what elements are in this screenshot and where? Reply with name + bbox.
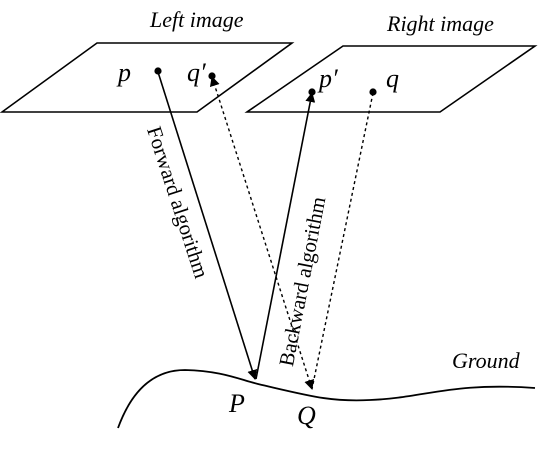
point-q-dot	[369, 88, 377, 96]
left-image-plane	[0, 42, 295, 113]
dotted-line-q-to-Q	[311, 92, 374, 390]
right-image-plane	[244, 45, 538, 113]
point-q-prime-dot	[208, 72, 216, 80]
forward-arrow	[157, 71, 258, 380]
point-Q-label: Q	[297, 401, 316, 430]
backward-arrow	[255, 92, 316, 380]
right-image-label: Right image	[387, 11, 494, 36]
ground-curve	[117, 369, 536, 429]
point-p-label: p	[118, 58, 131, 87]
point-P-label: P	[229, 389, 245, 418]
point-p-prime-dot	[308, 88, 316, 96]
point-p-prime-label: p′	[319, 64, 338, 93]
point-p-dot	[154, 67, 162, 75]
ground-label: Ground	[452, 348, 520, 373]
point-q-prime-label: q′	[187, 58, 206, 87]
dotted-arrow-q-prime-to-Q	[211, 76, 315, 390]
left-image-label: Left image	[150, 7, 244, 32]
point-q-label: q	[386, 64, 399, 93]
